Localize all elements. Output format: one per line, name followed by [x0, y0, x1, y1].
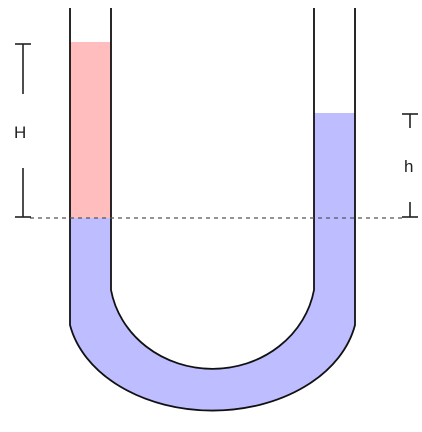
height-h-marker: h [402, 113, 418, 218]
label-H: H [14, 123, 26, 142]
outer-tube-wall [69, 8, 356, 412]
height-H-marker: H [14, 43, 31, 218]
inner-tube-wall [110, 8, 315, 370]
upper-liquid [70, 42, 111, 218]
label-h: h [404, 157, 413, 176]
lower-liquid [70, 113, 355, 411]
